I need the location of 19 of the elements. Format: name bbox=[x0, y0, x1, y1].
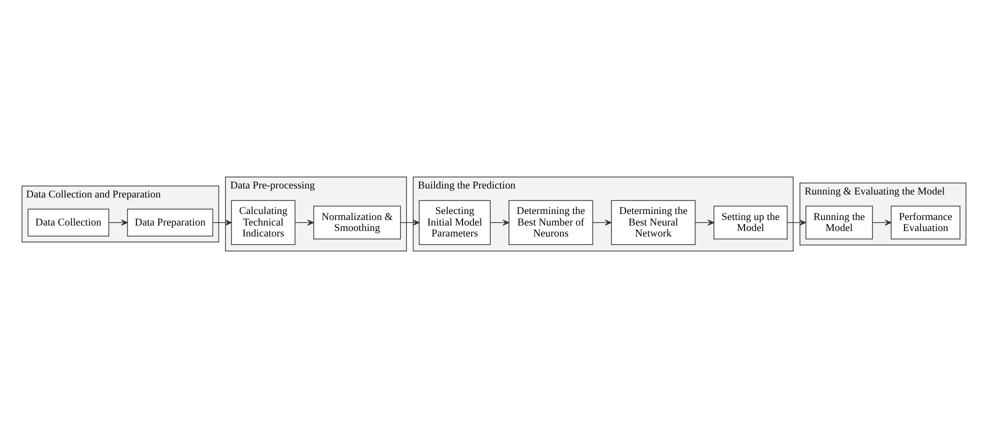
node-box: Setting up the Model bbox=[714, 206, 788, 240]
arrow bbox=[212, 220, 232, 226]
arrow bbox=[786, 220, 806, 226]
arrow bbox=[400, 220, 420, 226]
node-box: Data Preparation bbox=[127, 208, 214, 236]
arrow bbox=[694, 220, 714, 226]
node-box: Calculating Technical Indicators bbox=[231, 200, 296, 246]
arrow bbox=[490, 220, 510, 226]
node-box: Determining the Best Number of Neurons bbox=[508, 200, 594, 246]
arrow bbox=[294, 220, 314, 226]
node-box: Running the Model bbox=[806, 206, 873, 240]
node-box: Performance Evaluation bbox=[890, 206, 960, 240]
arrow bbox=[872, 220, 892, 226]
arrow bbox=[592, 220, 612, 226]
node-box: Data Collection bbox=[28, 208, 110, 236]
node-box: Determining the Best Neural Network bbox=[611, 200, 696, 246]
node-box: Selecting Initial Model Parameters bbox=[418, 200, 491, 246]
node-box: Normalization & Smoothing bbox=[313, 206, 401, 240]
arrow bbox=[108, 220, 128, 226]
